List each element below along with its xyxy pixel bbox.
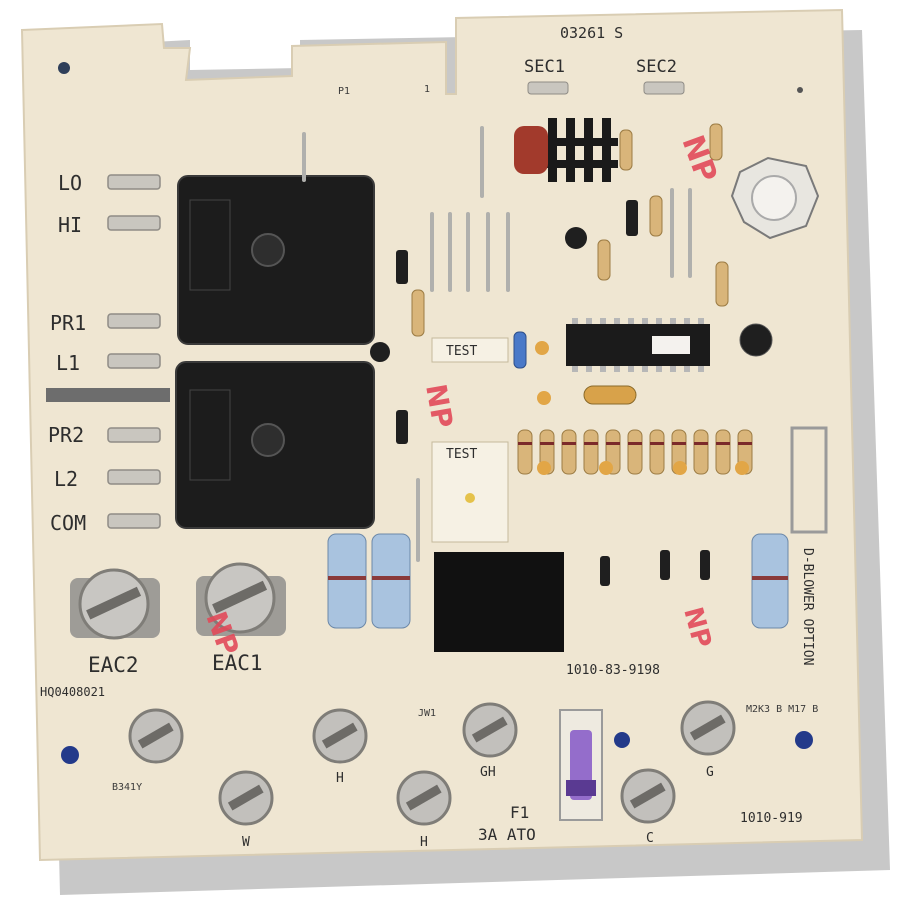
terminal-screw-gh bbox=[462, 702, 518, 758]
eac1-label: EAC1 bbox=[212, 651, 263, 675]
sec1-label: SEC1 bbox=[524, 57, 565, 77]
terminal-label-gh: GH bbox=[480, 765, 496, 780]
terminal-screw bbox=[128, 708, 184, 764]
board-code: HQ0408021 bbox=[40, 685, 105, 699]
part-number-mid: 1010-83-9198 bbox=[566, 663, 660, 678]
chip-pins bbox=[572, 318, 704, 372]
resistor-array bbox=[411, 123, 753, 475]
sec2-label: SEC2 bbox=[636, 57, 677, 77]
pin-header bbox=[540, 118, 618, 182]
fuse-rating: 3A ATO bbox=[478, 825, 536, 844]
label-pr2: PR2 bbox=[48, 423, 84, 447]
electrolytic-capacitor bbox=[739, 323, 773, 357]
mounting-hole bbox=[797, 87, 803, 93]
relay-1 bbox=[177, 175, 375, 345]
label-lo: LO bbox=[58, 171, 82, 195]
board-id: 03261 S bbox=[560, 24, 623, 42]
eac2-terminal bbox=[70, 568, 160, 640]
p1-pin-label: 1 bbox=[424, 84, 430, 95]
test-label-2: TEST bbox=[446, 447, 477, 462]
spade-terminals bbox=[46, 174, 170, 529]
sec2-tab bbox=[643, 81, 685, 95]
potentiometer-knob bbox=[751, 175, 797, 221]
terminal-label-h1: H bbox=[336, 771, 344, 786]
transistor bbox=[565, 227, 587, 249]
dot-code: B341Y bbox=[112, 782, 142, 793]
blower-option-label: D-BLOWER OPTION bbox=[800, 548, 815, 665]
power-resistors bbox=[327, 533, 789, 629]
test-pad bbox=[431, 337, 509, 363]
sec1-tab bbox=[527, 81, 569, 95]
terminal-label-w: W bbox=[242, 835, 250, 850]
crystal-oscillator bbox=[583, 385, 637, 405]
transistor bbox=[370, 342, 390, 362]
terminal-label-c: C bbox=[646, 831, 654, 846]
label-l2: L2 bbox=[54, 467, 78, 491]
film-capacitor bbox=[514, 126, 548, 174]
mounting-hole bbox=[795, 731, 813, 749]
jumper-wires bbox=[302, 126, 692, 562]
relay-2 bbox=[175, 361, 375, 529]
test-point bbox=[465, 493, 475, 503]
terminal-screw-h2 bbox=[396, 770, 452, 826]
label-pr1: PR1 bbox=[50, 311, 86, 335]
np-mark: NP bbox=[419, 381, 459, 430]
fuse-label: F1 bbox=[510, 803, 529, 822]
terminal-screw-c bbox=[620, 768, 676, 824]
jw-label: JW1 bbox=[418, 708, 436, 719]
label-l1: L1 bbox=[56, 351, 80, 375]
test-label-1: TEST bbox=[446, 344, 477, 359]
part-number-right: 1010-919 bbox=[740, 811, 803, 826]
p1-label: P1 bbox=[338, 86, 350, 97]
terminal-screw-w bbox=[218, 770, 274, 826]
fuse-holder bbox=[559, 709, 603, 821]
black-module bbox=[434, 552, 564, 652]
label-hi: HI bbox=[58, 213, 82, 237]
mounting-hole bbox=[61, 746, 79, 764]
chip-label bbox=[652, 336, 690, 354]
option-jumper-frame bbox=[790, 426, 828, 534]
eac1-terminal bbox=[196, 562, 286, 636]
diodes bbox=[396, 200, 710, 586]
small-code-right: M2K3 B M17 B bbox=[746, 704, 818, 715]
terminal-screw-h1 bbox=[312, 708, 368, 764]
eac2-label: EAC2 bbox=[88, 653, 139, 677]
mounting-hole bbox=[614, 732, 630, 748]
terminal-label-g: G bbox=[706, 765, 714, 780]
terminal-label-h2: H bbox=[420, 835, 428, 850]
label-com: COM bbox=[50, 511, 86, 535]
terminal-screw-g bbox=[680, 700, 736, 756]
test-pad bbox=[431, 441, 509, 543]
mounting-hole bbox=[58, 62, 70, 74]
